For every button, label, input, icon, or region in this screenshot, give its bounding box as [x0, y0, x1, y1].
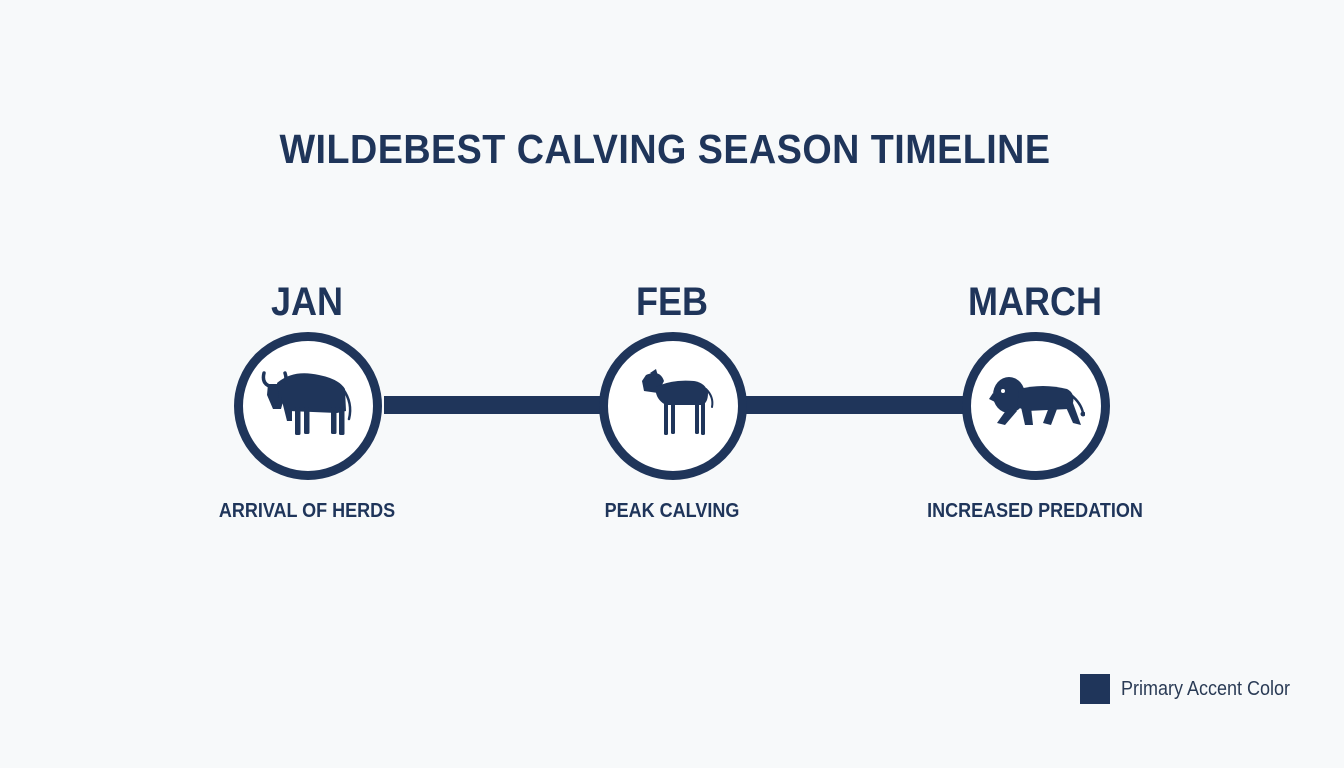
milestone-caption: ARRIVAL OF HERDS [218, 500, 396, 522]
milestone-node [962, 332, 1110, 480]
timeline-connector [384, 396, 602, 414]
milestone-caption: INCREASED PREDATION [927, 500, 1143, 522]
timeline-connector [746, 396, 964, 414]
timeline-title: WILDEBEST CALVING SEASON TIMELINE [279, 126, 1051, 172]
milestone-month: MARCH [968, 280, 1102, 324]
milestone-jan: JAN ARRIVAL OF HERDS [147, 272, 467, 532]
wildebeest-icon [261, 371, 352, 435]
milestone-month: FEB [636, 280, 708, 324]
legend: Primary Accent Color [1080, 674, 1309, 704]
calf-icon [642, 369, 714, 435]
legend-label: Primary Accent Color [1121, 677, 1291, 700]
milestone-feb: FEB PEAK CALVING [512, 272, 832, 532]
milestone-node [599, 332, 747, 480]
milestone-node [234, 332, 382, 480]
milestone-march: MARCH INCREASED PREDATION [875, 272, 1195, 532]
milestone-month: JAN [270, 280, 344, 324]
milestone-caption: PEAK CALVING [604, 500, 740, 522]
lion-icon [989, 377, 1085, 425]
legend-swatch [1080, 674, 1110, 704]
